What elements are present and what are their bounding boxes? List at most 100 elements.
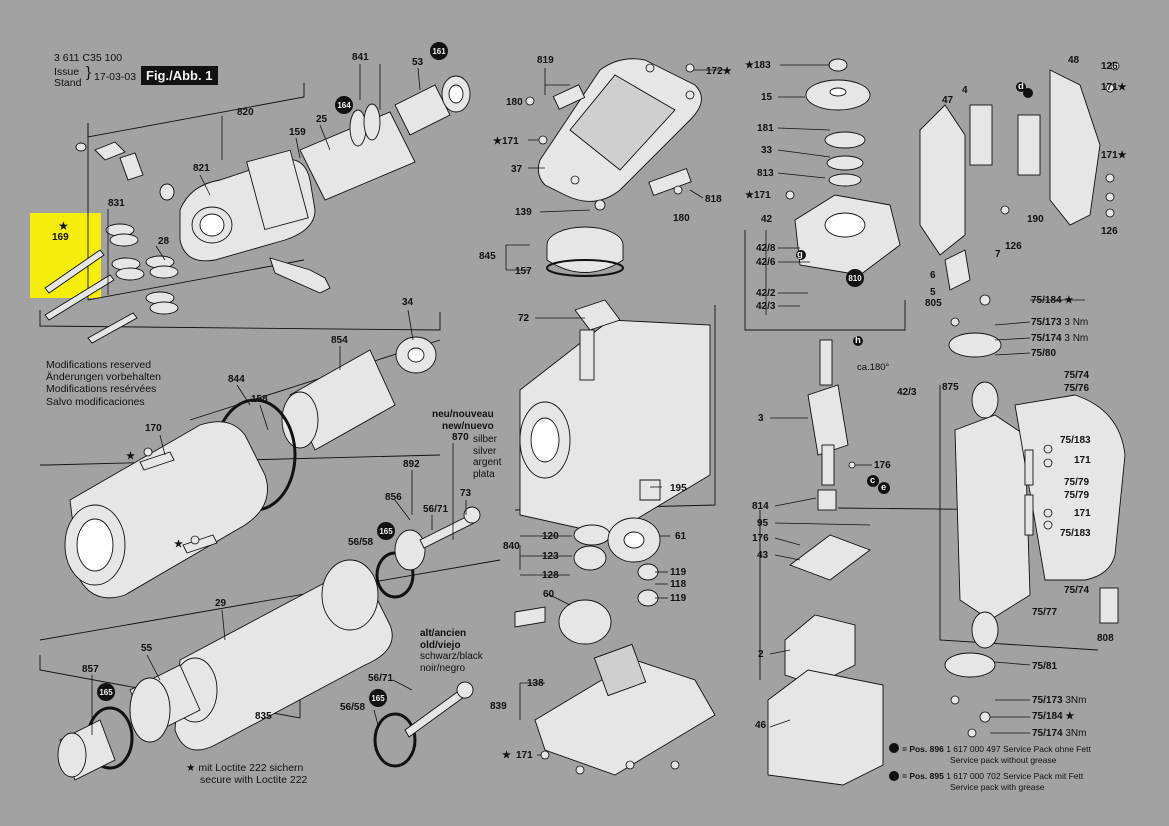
label-158[interactable]: 158	[251, 394, 268, 405]
label-170[interactable]: 170	[145, 423, 162, 434]
label-46[interactable]: 46	[755, 720, 767, 731]
label-75-74b[interactable]: 75/74	[1064, 585, 1090, 596]
label-3[interactable]: 3	[758, 413, 764, 424]
label-128[interactable]: 128	[542, 570, 559, 581]
label-48[interactable]: 48	[1068, 55, 1080, 66]
label-25[interactable]: 25	[316, 114, 328, 125]
label-75-173a[interactable]: 75/173 3 Nm	[1031, 317, 1088, 328]
label-33[interactable]: 33	[761, 145, 773, 156]
label-61[interactable]: 61	[675, 531, 687, 542]
label-42-3[interactable]: 42/3	[756, 301, 776, 312]
label-813[interactable]: 813	[757, 168, 774, 179]
label-75-174b[interactable]: 75/174 3Nm	[1032, 728, 1087, 739]
label-190[interactable]: 190	[1027, 214, 1044, 225]
label-808[interactable]: 808	[1097, 633, 1114, 644]
label-138[interactable]: 138	[527, 678, 544, 689]
label-37[interactable]: 37	[511, 164, 523, 175]
label-4[interactable]: 4	[962, 85, 968, 96]
label-835[interactable]: 835	[255, 711, 272, 722]
label-172[interactable]: 172★	[706, 66, 732, 77]
label-118[interactable]: 118	[670, 579, 687, 590]
label-75-81[interactable]: 75/81	[1032, 661, 1058, 672]
label-839[interactable]: 839	[490, 701, 507, 712]
label-5[interactable]: 5	[930, 287, 936, 298]
label-180a[interactable]: 180	[506, 97, 523, 108]
label-75-77[interactable]: 75/77	[1032, 607, 1058, 618]
label-854[interactable]: 854	[331, 335, 348, 346]
label-845[interactable]: 845	[479, 251, 496, 262]
label-126b[interactable]: 126	[1005, 241, 1022, 252]
label-857[interactable]: 857	[82, 664, 99, 675]
label-126a[interactable]: 126	[1101, 61, 1118, 72]
label-856[interactable]: 856	[385, 492, 402, 503]
label-159[interactable]: 159	[289, 127, 306, 138]
label-139[interactable]: 139	[515, 207, 532, 218]
label-75-76[interactable]: 75/76	[1064, 383, 1090, 394]
label-95[interactable]: 95	[757, 518, 769, 529]
label-75-174a[interactable]: 75/174 3 Nm	[1031, 333, 1088, 344]
label-5658-new[interactable]: 56/58	[348, 537, 374, 548]
label-183[interactable]: ★183	[745, 60, 771, 71]
label-43[interactable]: 43	[757, 550, 769, 561]
label-72[interactable]: 72	[518, 313, 530, 324]
label-5671-new[interactable]: 56/71	[423, 504, 449, 515]
label-171f[interactable]: 171	[1074, 455, 1091, 466]
label-75-74a[interactable]: 75/74	[1064, 370, 1090, 381]
label-29[interactable]: 29	[215, 598, 227, 609]
label-5671-old[interactable]: 56/71	[368, 673, 394, 684]
label-831[interactable]: 831	[108, 198, 125, 209]
label-171g[interactable]: 171	[1074, 508, 1091, 519]
label-7[interactable]: 7	[995, 249, 1001, 260]
label-42-2[interactable]: 42/2	[756, 288, 776, 299]
label-123[interactable]: 123	[542, 551, 559, 562]
label-119a[interactable]: 119	[670, 567, 687, 578]
label-176a[interactable]: 176	[874, 460, 891, 471]
label-47[interactable]: 47	[942, 95, 954, 106]
label-6[interactable]: 6	[930, 270, 936, 281]
label-892[interactable]: 892	[403, 459, 420, 470]
label-870[interactable]: 870	[452, 432, 469, 443]
label-814[interactable]: 814	[752, 501, 769, 512]
label-171b[interactable]: 171	[516, 750, 533, 761]
label-844[interactable]: 844	[228, 374, 245, 385]
label-195[interactable]: 195	[670, 483, 687, 494]
label-181[interactable]: 181	[757, 123, 774, 134]
label-841[interactable]: 841	[352, 52, 369, 63]
label-75-79a[interactable]: 75/79	[1064, 477, 1090, 488]
label-875[interactable]: 875	[942, 382, 959, 393]
label-126c[interactable]: 126	[1101, 226, 1118, 237]
label-75-184a[interactable]: 75/184 ★	[1031, 295, 1073, 306]
label-73[interactable]: 73	[460, 488, 472, 499]
label-75-173b[interactable]: 75/173 3Nm	[1032, 695, 1087, 706]
label-176b[interactable]: 176	[752, 533, 769, 544]
highlighted-part-169[interactable]: ★ 169	[30, 213, 101, 298]
label-60[interactable]: 60	[543, 589, 555, 600]
label-42-6[interactable]: 42/6	[756, 257, 776, 268]
label-75-80[interactable]: 75/80	[1031, 348, 1057, 359]
label-42-3b[interactable]: 42/3	[897, 387, 917, 398]
label-75-79b[interactable]: 75/79	[1064, 490, 1090, 501]
label-75-183b[interactable]: 75/183	[1060, 528, 1091, 539]
label-2[interactable]: 2	[758, 649, 764, 660]
label-840[interactable]: 840	[503, 541, 520, 552]
label-119b[interactable]: 119	[670, 593, 687, 604]
label-5658-old[interactable]: 56/58	[340, 702, 366, 713]
label-15[interactable]: 15	[761, 92, 773, 103]
label-820[interactable]: 820	[237, 107, 254, 118]
label-120[interactable]: 120	[542, 531, 559, 542]
label-157[interactable]: 157	[515, 266, 532, 277]
label-818[interactable]: 818	[705, 194, 722, 205]
label-42-8[interactable]: 42/8	[756, 243, 776, 254]
label-34[interactable]: 34	[402, 297, 414, 308]
label-55[interactable]: 55	[141, 643, 153, 654]
label-805[interactable]: 805	[925, 298, 942, 309]
label-75-183a[interactable]: 75/183	[1060, 435, 1091, 446]
label-819[interactable]: 819	[537, 55, 554, 66]
label-28[interactable]: 28	[158, 236, 170, 247]
label-171e[interactable]: 171★	[1101, 150, 1127, 161]
label-171c[interactable]: ★171	[745, 190, 771, 201]
label-53[interactable]: 53	[412, 57, 424, 68]
label-42[interactable]: 42	[761, 214, 773, 225]
label-75-184b[interactable]: 75/184 ★	[1032, 711, 1074, 722]
label-171-cover[interactable]: ★171	[493, 136, 519, 147]
